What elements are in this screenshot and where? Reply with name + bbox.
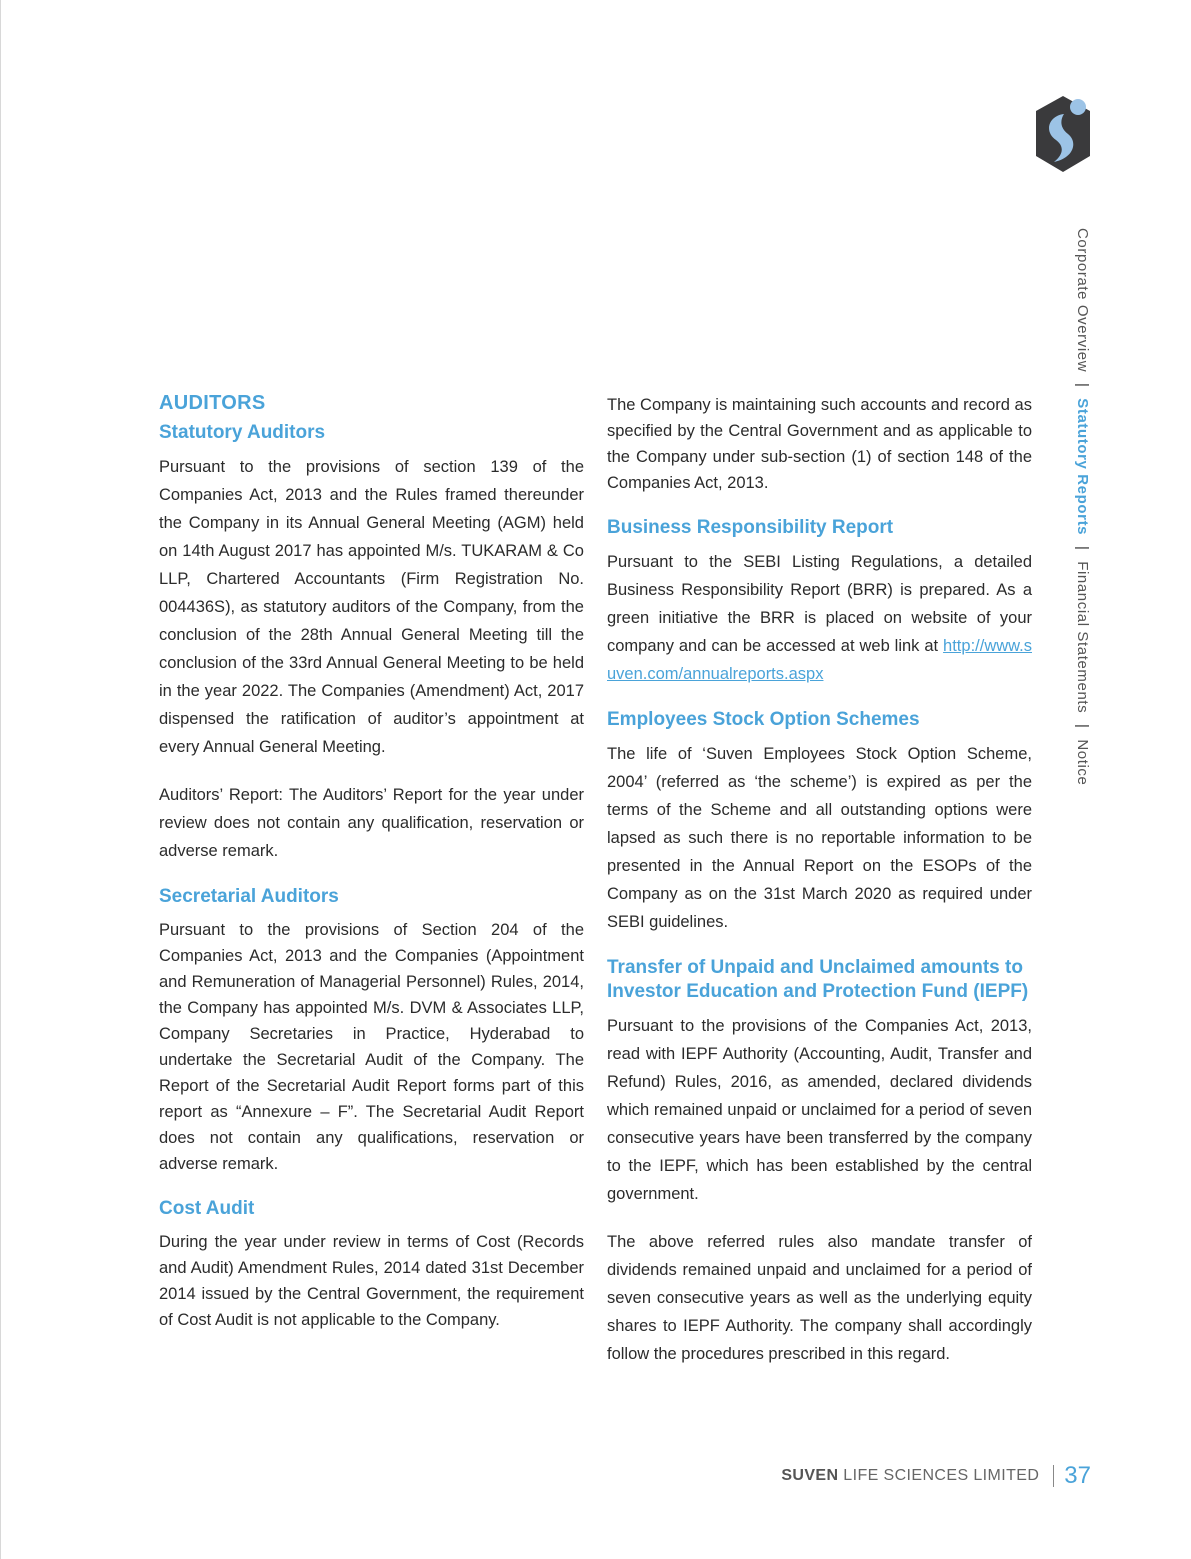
esop-paragraph: The life of ‘Suven Employees Stock Optio… xyxy=(607,745,1032,931)
iepf-title: Transfer of Unpaid and Unclaimed amounts… xyxy=(607,957,1029,1002)
nav-separator: | xyxy=(1074,382,1091,388)
secretarial-auditors-paragraph: Pursuant to the provisions of Section 20… xyxy=(159,921,584,1173)
iepf-paragraph-1: Pursuant to the provisions of the Compan… xyxy=(607,1017,1032,1203)
brr-title: Business Responsibility Report xyxy=(607,517,894,538)
footer-company-name: SUVEN LIFE SCIENCES LIMITED xyxy=(781,1467,1039,1485)
left-column: AUDITORS Statutory Auditors Pursuant to … xyxy=(159,392,584,1353)
cost-audit-title: Cost Audit xyxy=(159,1198,255,1219)
right-column: The Company is maintaining such accounts… xyxy=(607,392,1032,1388)
nav-separator: | xyxy=(1074,724,1091,729)
brand-rest: LIFE SCIENCES LIMITED xyxy=(838,1467,1040,1484)
auditors-heading: AUDITORS xyxy=(159,392,266,414)
nav-financial-statements[interactable]: Financial Statements xyxy=(1074,561,1091,714)
nav-corporate-overview[interactable]: Corporate Overview xyxy=(1074,228,1091,373)
footer-divider xyxy=(1053,1465,1055,1487)
page-edge xyxy=(0,0,1,1559)
secretarial-auditors-title: Secretarial Auditors xyxy=(159,886,339,907)
nav-notice[interactable]: Notice xyxy=(1074,739,1091,786)
page-footer: SUVEN LIFE SCIENCES LIMITED 37 xyxy=(781,1462,1091,1490)
page-number: 37 xyxy=(1064,1462,1091,1489)
nav-separator: | xyxy=(1074,545,1091,551)
company-logo xyxy=(1036,96,1090,172)
nav-statutory-reports[interactable]: Statutory Reports xyxy=(1074,398,1091,536)
brr-paragraph: Pursuant to the SEBI Listing Regulations… xyxy=(607,548,1032,688)
iepf-paragraph-2: The above referred rules also mandate tr… xyxy=(607,1233,1032,1363)
statutory-auditors-title: Statutory Auditors xyxy=(159,422,326,443)
auditors-report-paragraph: Auditors’ Report: The Auditors’ Report f… xyxy=(159,786,584,860)
section-navigation: Corporate Overview | Statutory Reports |… xyxy=(1074,228,1091,785)
statutory-auditors-paragraph: Pursuant to the provisions of section 13… xyxy=(159,458,584,756)
brr-text: Pursuant to the SEBI Listing Regulations… xyxy=(607,553,1032,655)
cost-audit-paragraph: During the year under review in terms of… xyxy=(159,1233,584,1329)
annual-reports-link[interactable]: http://www.suven.com/annualreports.aspx xyxy=(607,637,1032,683)
cost-records-paragraph: The Company is maintaining such accounts… xyxy=(607,396,1032,492)
brand-bold: SUVEN xyxy=(781,1467,839,1484)
esop-title: Employees Stock Option Schemes xyxy=(607,709,920,730)
